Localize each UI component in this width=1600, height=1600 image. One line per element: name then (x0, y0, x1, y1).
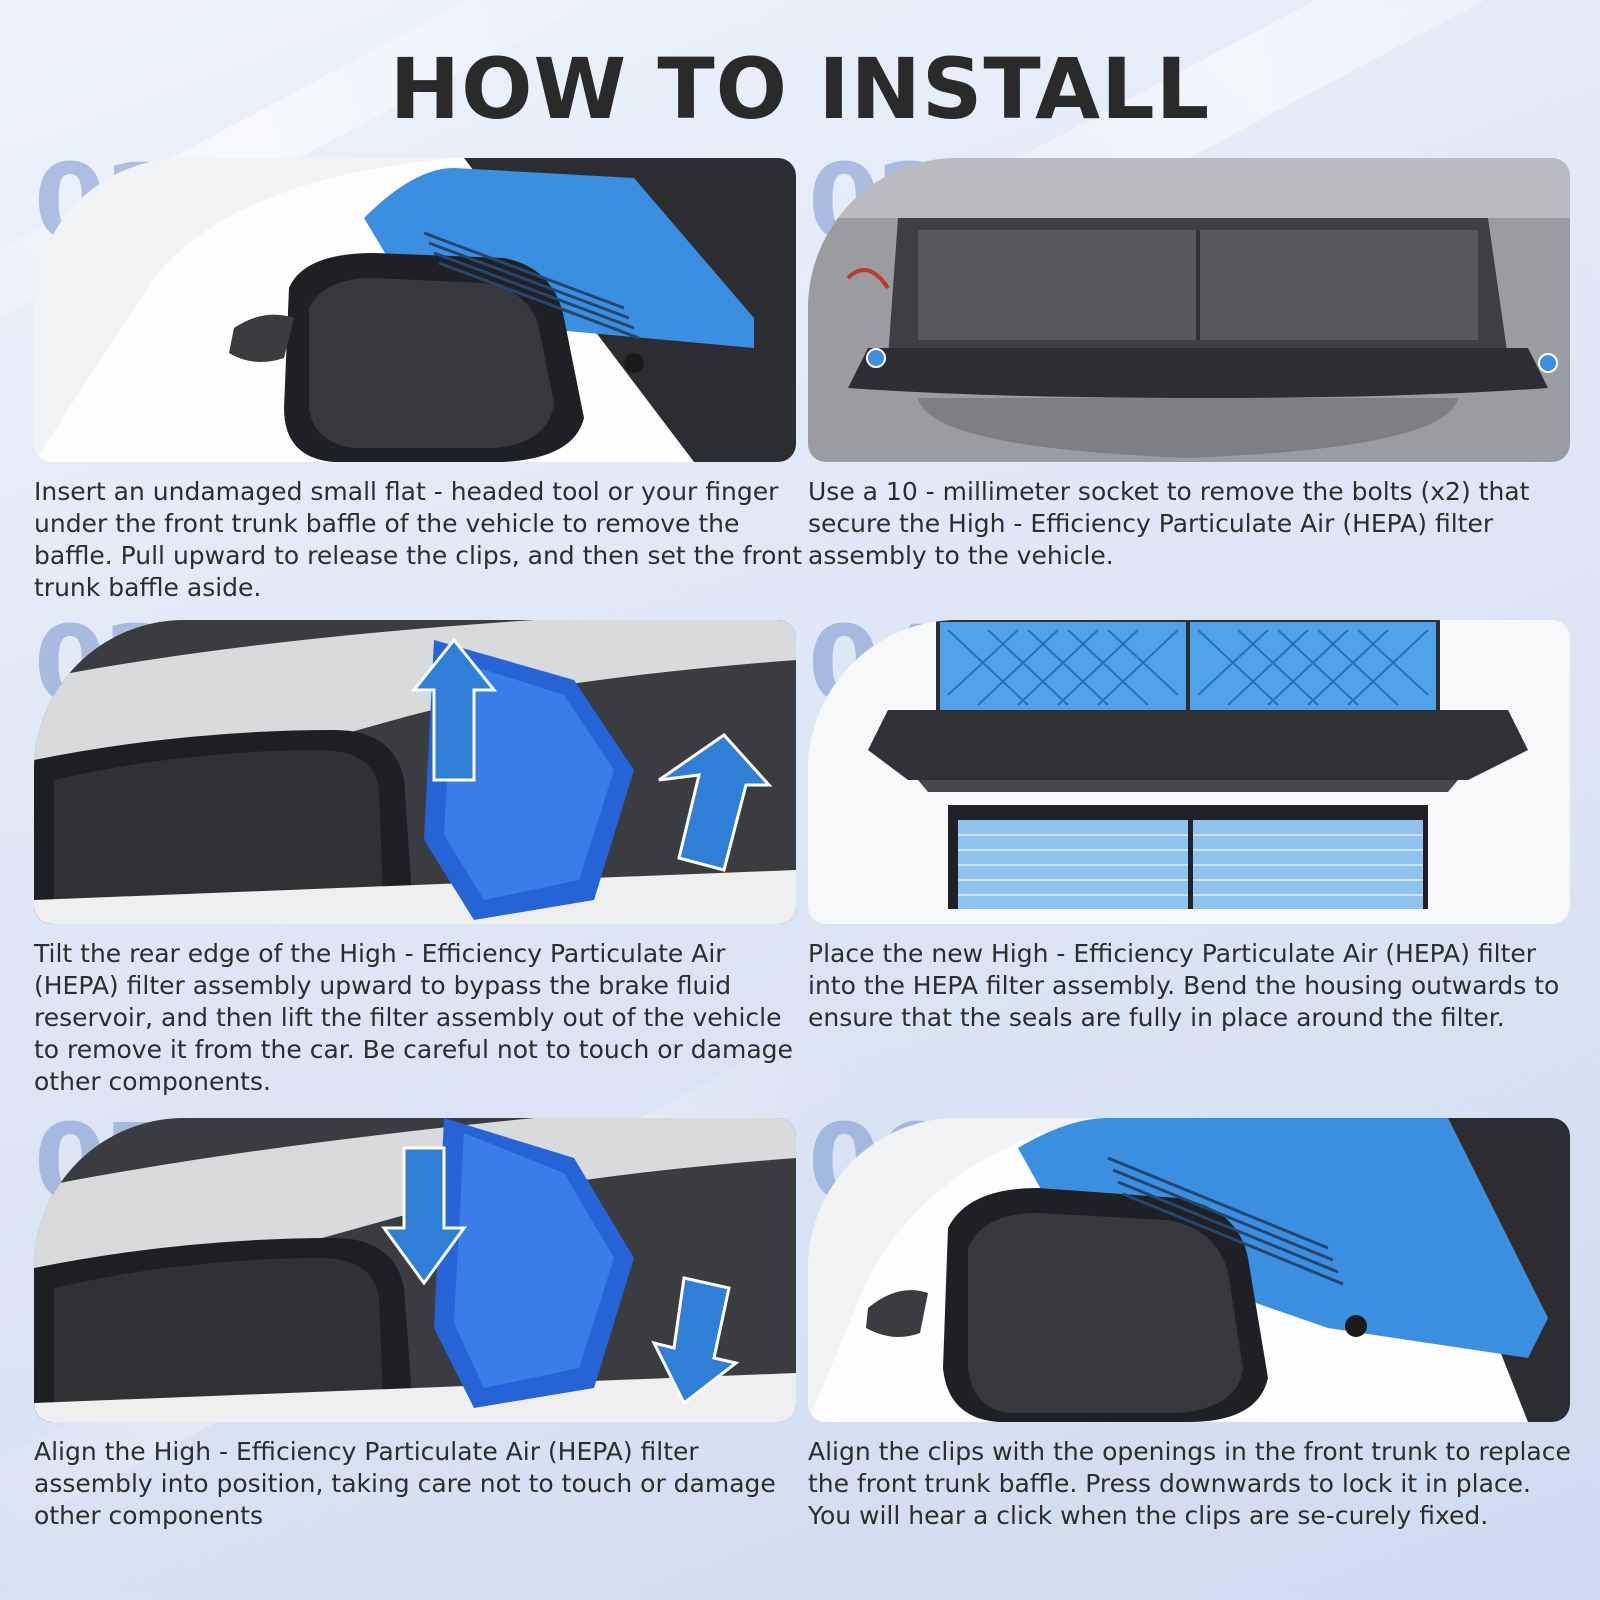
step-1-photo (34, 158, 796, 462)
step-2-description: Use a 10 - millimeter socket to remove t… (808, 477, 1530, 570)
arrow-up-icon (410, 637, 498, 782)
step-4-description: Place the new High - Efficiency Particul… (808, 939, 1560, 1032)
step-1: 01 Insert an undamaged small flat - head… (34, 150, 802, 604)
replace-baffle-illustration (808, 1118, 1570, 1422)
step-2: 02 Use a 10 - millimeter socket to remov… (808, 150, 1570, 572)
step-5-photo (34, 1118, 796, 1422)
arrow-up-icon (658, 733, 773, 872)
page-title: HOW TO INSTALL (389, 40, 1211, 138)
step-3: 03 Tilt the rear edge of the High - Effi… (34, 612, 796, 1098)
step-5-description: Align the High - Efficiency Particulate … (34, 1437, 776, 1530)
step-3-description: Tilt the rear edge of the High - Efficie… (34, 939, 793, 1096)
step-4-photo (808, 620, 1570, 924)
hepa-assembly-bolts-illustration (808, 158, 1570, 462)
step-3-photo (34, 620, 796, 924)
step-1-description: Insert an undamaged small flat - headed … (34, 477, 803, 602)
step-6-description: Align the clips with the openings in the… (808, 1437, 1571, 1530)
step-5: 05 Align the High - Efficiency Particula… (34, 1110, 796, 1532)
align-filter-illustration (34, 1118, 796, 1422)
step-6-photo (808, 1118, 1570, 1422)
step-4: 04 Place (808, 612, 1570, 1034)
step-6: 06 Align the clips with the openings in … (808, 1110, 1571, 1532)
remove-filter-illustration (34, 620, 796, 924)
frunk-baffle-illustration (34, 158, 796, 462)
step-2-photo (808, 158, 1570, 462)
insert-new-filter-illustration (808, 620, 1570, 924)
